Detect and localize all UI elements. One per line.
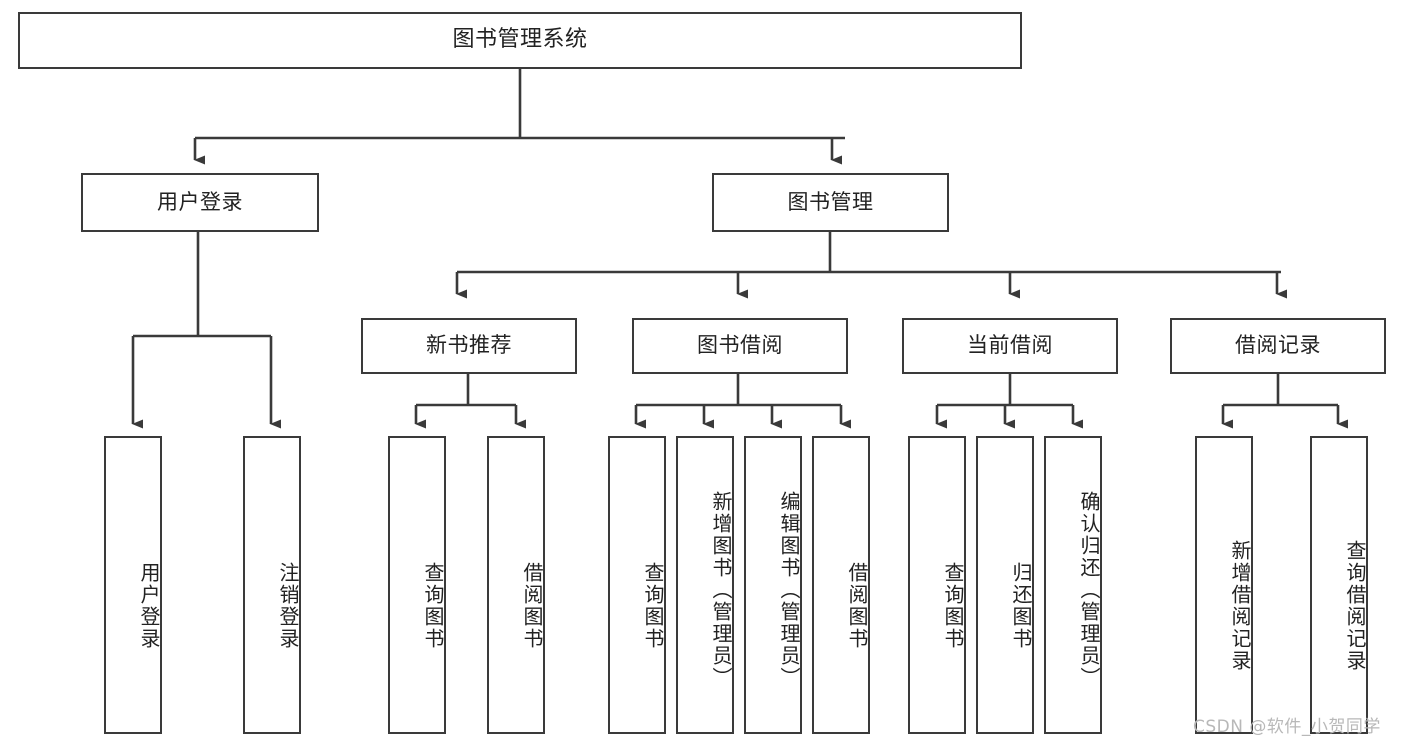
leaf-query-record[interactable]: 查询借阅记录 <box>1310 436 1368 734</box>
leaf-user-login[interactable]: 用户登录 <box>104 436 162 734</box>
node-label: 查询图书 <box>641 562 665 650</box>
leaf-return-book[interactable]: 归还图书 <box>976 436 1034 734</box>
node-label: 借阅图书 <box>845 562 869 650</box>
node-label: 查询图书 <box>421 562 445 650</box>
leaf-query-book-1[interactable]: 查询图书 <box>388 436 446 734</box>
node-label: 查询借阅记录 <box>1343 540 1367 672</box>
csdn-watermark: CSDN @软件_小贺同学 <box>1193 717 1381 737</box>
node-label: 借阅图书 <box>520 562 544 650</box>
node-book-borrow[interactable]: 图书借阅 <box>632 318 848 374</box>
node-label: 新增借阅记录 <box>1228 540 1252 672</box>
node-user-login[interactable]: 用户登录 <box>81 173 319 232</box>
node-label: 图书管理系统 <box>452 27 588 53</box>
leaf-user-logout[interactable]: 注销登录 <box>243 436 301 734</box>
node-label: 新书推荐 <box>426 333 512 358</box>
leaf-confirm-return[interactable]: 确认归还（管理员） <box>1044 436 1102 734</box>
leaf-edit-book[interactable]: 编辑图书（管理员） <box>744 436 802 734</box>
node-label: 编辑图书（管理员） <box>777 491 801 689</box>
node-borrow-record[interactable]: 借阅记录 <box>1170 318 1386 374</box>
node-label: 归还图书 <box>1009 562 1033 650</box>
node-label: 确认归还（管理员） <box>1077 491 1101 689</box>
node-label: 注销登录 <box>276 562 300 650</box>
leaf-borrow-book-1[interactable]: 借阅图书 <box>487 436 545 734</box>
node-new-book-recommend[interactable]: 新书推荐 <box>361 318 577 374</box>
node-label: 当前借阅 <box>967 333 1053 358</box>
node-root-system[interactable]: 图书管理系统 <box>18 12 1022 69</box>
leaf-borrow-book-2[interactable]: 借阅图书 <box>812 436 870 734</box>
leaf-query-book-2[interactable]: 查询图书 <box>608 436 666 734</box>
node-label: 借阅记录 <box>1235 333 1321 358</box>
node-label: 新增图书（管理员） <box>709 491 733 689</box>
leaf-add-book[interactable]: 新增图书（管理员） <box>676 436 734 734</box>
node-label: 用户登录 <box>157 189 243 214</box>
node-book-manage[interactable]: 图书管理 <box>712 173 949 232</box>
node-label: 用户登录 <box>137 562 161 650</box>
leaf-query-book-3[interactable]: 查询图书 <box>908 436 966 734</box>
node-current-borrow[interactable]: 当前借阅 <box>902 318 1118 374</box>
node-label: 查询图书 <box>941 562 965 650</box>
leaf-add-record[interactable]: 新增借阅记录 <box>1195 436 1253 734</box>
node-label: 图书借阅 <box>697 333 783 358</box>
node-label: 图书管理 <box>787 189 874 214</box>
